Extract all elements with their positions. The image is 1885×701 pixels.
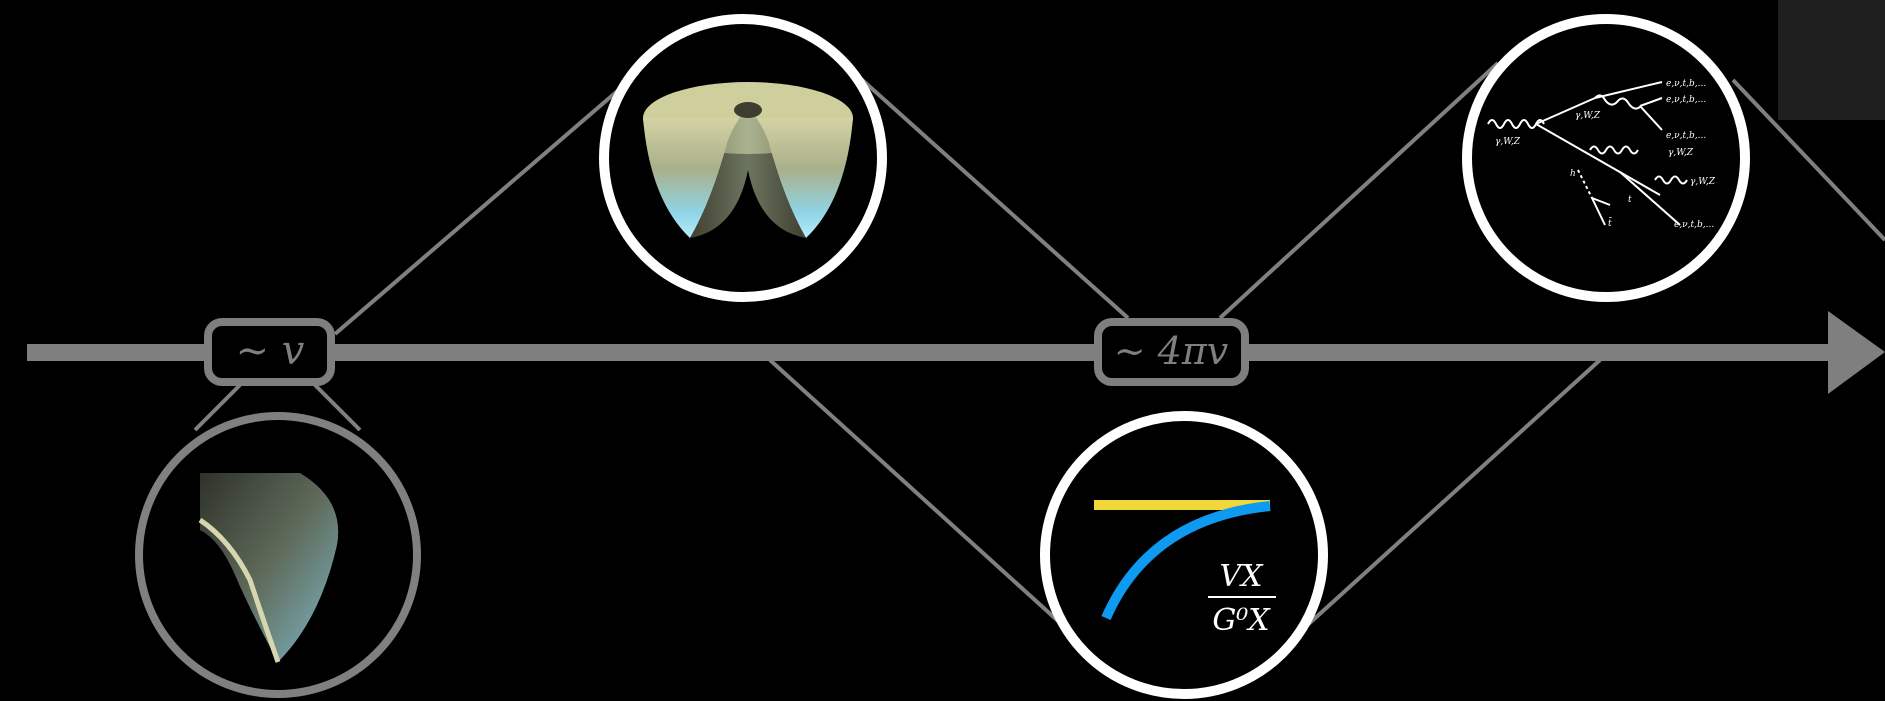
feynman-label: t (1628, 195, 1632, 205)
running-coupling-icon (1094, 500, 1271, 621)
zoomed-potential-circle (135, 412, 421, 698)
feynman-label: e,ν,t,b,... (1666, 79, 1706, 89)
feynman-diagram-circle: γ,W,Z γ,W,Z e,ν,t,b,... e,ν,t,b,... e,ν,… (1462, 14, 1750, 302)
fraction-numerator: VX (1219, 559, 1264, 594)
feynman-label: e,ν,t,b,... (1666, 131, 1706, 141)
connector-line (1731, 78, 1885, 242)
feynman-label: h (1570, 169, 1576, 179)
running-curve (1101, 501, 1271, 621)
corner-panel (1778, 0, 1885, 120)
mexican-hat-potential-icon (643, 82, 853, 238)
connector-line (313, 383, 362, 432)
feynman-label: t̄ (1608, 217, 1612, 229)
mexican-hat-circle (599, 14, 887, 302)
flat-line (1094, 500, 1270, 510)
axis-bar (27, 344, 1837, 361)
axis-arrowhead-icon (1828, 311, 1885, 394)
connector-line (768, 358, 1070, 632)
feynman-label: γ,W,Z (1690, 177, 1716, 187)
feynman-label: e,ν,t,b,... (1666, 95, 1706, 105)
running-coupling-circle: VX G⁰X (1040, 411, 1328, 699)
connector-line (1300, 358, 1602, 632)
label-vev-text: ∼ v (236, 328, 305, 374)
feynman-label: γ,W,Z (1495, 137, 1521, 147)
energy-axis (27, 311, 1885, 394)
fraction-denominator: G⁰X (1212, 603, 1271, 638)
connector-line (858, 76, 1130, 320)
feynman-diagram-icon (1487, 81, 1688, 226)
label-vev: ∼ v (204, 318, 335, 386)
connector-lines (193, 61, 1885, 632)
feynman-labels: γ,W,Z γ,W,Z e,ν,t,b,... e,ν,t,b,... e,ν,… (1495, 79, 1716, 230)
connector-line (193, 383, 242, 432)
feynman-label: γ,W,Z (1668, 148, 1694, 158)
zoomed-potential-icon (198, 473, 339, 663)
label-4piv: ∼ 4πv (1094, 318, 1249, 386)
label-4piv-text: ∼ 4πv (1114, 329, 1229, 373)
feynman-label: e,ν,t,b,... (1674, 220, 1714, 230)
connector-line (1218, 61, 1500, 320)
connector-line (333, 61, 652, 336)
feynman-label: γ,W,Z (1575, 111, 1601, 121)
